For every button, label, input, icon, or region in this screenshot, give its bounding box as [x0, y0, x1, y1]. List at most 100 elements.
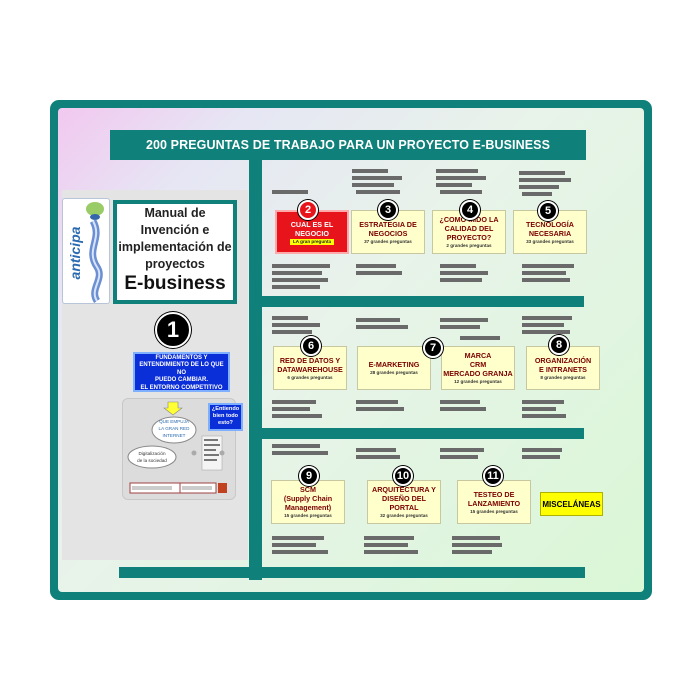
box-label-line: NEGOCIO	[295, 228, 329, 238]
box-label-line: Management)	[284, 503, 332, 512]
manual-line: Manual de	[144, 206, 206, 220]
box-question-count: 15 grandes preguntas	[284, 513, 332, 518]
blurred-text-line	[356, 448, 396, 452]
box-question-count: 32 grandes preguntas	[380, 513, 428, 518]
vertical-divider	[249, 160, 262, 580]
box-label-line: CUAL ES EL	[290, 219, 334, 229]
blurred-text-line	[440, 325, 480, 329]
box-label-line: ESTRATEGIA DE	[359, 219, 417, 229]
blurred-text-line	[522, 455, 560, 459]
blurred-text-line	[272, 444, 320, 448]
step-number-11[interactable]: 11	[483, 466, 503, 486]
entiendo-box[interactable]: ¿Entiendo bien todo esto?	[208, 403, 243, 431]
manual-line: proyectos	[145, 257, 205, 271]
box-label-line: ORGANIZACIÓN	[534, 355, 592, 365]
blurred-text-line	[356, 325, 408, 329]
row-divider-1	[262, 296, 584, 307]
step-number-2[interactable]: 2	[298, 200, 318, 220]
blurred-text-line	[440, 271, 488, 275]
blurred-text-line	[440, 264, 476, 268]
row-divider-2	[262, 428, 584, 439]
blurred-text-line	[356, 190, 400, 194]
blurred-text-line	[522, 448, 562, 452]
bubble-text: QUE EMPUJA	[159, 419, 190, 424]
blurred-text-line	[272, 271, 322, 275]
blurred-text-line	[352, 183, 394, 187]
blurred-text-line	[522, 278, 570, 282]
blurred-text-line	[440, 407, 486, 411]
box-label-line: CRM	[469, 360, 487, 369]
blurred-text-line	[452, 536, 500, 540]
box-label-line: DATAWAREHOUSE	[277, 364, 343, 374]
blurred-text-line	[356, 400, 398, 404]
blurred-text-line	[440, 448, 484, 452]
blurred-text-line	[272, 285, 320, 289]
step-number-3[interactable]: 3	[378, 200, 398, 220]
diagram-title: 200 PREGUNTAS DE TRABAJO PARA UN PROYECT…	[110, 130, 586, 160]
blurred-text-line	[356, 407, 404, 411]
blurred-text-line	[522, 316, 572, 320]
ask-line: esto?	[218, 420, 233, 426]
box-question-count: 28 grandes preguntas	[370, 370, 418, 375]
ask-line: ¿Entiendo	[211, 406, 240, 412]
fund-line: EL ENTORNO COMPETITIVO	[140, 384, 223, 391]
box-label-line: PORTAL	[389, 503, 419, 512]
box-label-line: (Supply Chain	[283, 494, 333, 503]
blurred-text-line	[352, 176, 402, 180]
bubble-text: de la sociedad	[137, 458, 167, 463]
bubble-digitalizacion	[127, 445, 177, 469]
step-number-8[interactable]: 8	[549, 335, 569, 355]
manual-line: implementación de	[118, 240, 232, 254]
blurred-text-line	[522, 271, 566, 275]
box-question-count: 33 grandes preguntas	[526, 238, 574, 244]
box-label-line: NECESARIA	[528, 228, 572, 238]
miscelaneas-box[interactable]: MISCELÁNEAS	[540, 492, 603, 516]
section-1-number[interactable]: 1	[155, 312, 191, 348]
blurred-text-line	[440, 278, 482, 282]
blurred-text-line	[440, 455, 478, 459]
ask-line: bien todo	[212, 413, 239, 419]
box-label-line: CALIDAD DEL	[444, 224, 494, 233]
fund-line: PUEDO CAMBIAR.	[154, 377, 208, 384]
blurred-text-line	[356, 264, 396, 268]
blurred-text-line	[272, 190, 308, 194]
box-question-count: 12 grandes preguntas	[454, 379, 502, 384]
blurred-text-line	[522, 330, 570, 334]
blurred-text-line	[272, 400, 316, 404]
blurred-text-line	[522, 400, 564, 404]
sketch-drawing: QUE EMPUJA LA GRAN RED INTERNET Digitali…	[127, 401, 227, 494]
blurred-text-line	[272, 323, 320, 327]
blurred-text-line	[272, 278, 328, 282]
blurred-text-line	[272, 264, 330, 268]
box-label-line: E INTRANETS	[539, 364, 587, 374]
blurred-text-line	[272, 550, 328, 554]
step-number-6[interactable]: 6	[301, 336, 321, 356]
box-label-line: PROYECTO?	[446, 233, 492, 242]
blurred-text-line	[522, 407, 556, 411]
step-number-4[interactable]: 4	[460, 200, 480, 220]
blurred-text-line	[436, 183, 472, 187]
step-number-10[interactable]: 10	[393, 466, 413, 486]
step-number-7[interactable]: 7	[423, 338, 443, 358]
blurred-text-line	[440, 190, 482, 194]
step-number-5[interactable]: 5	[538, 201, 558, 221]
blurred-text-line	[452, 550, 492, 554]
step-number-9[interactable]: 9	[299, 466, 319, 486]
manual-ebusiness: E-business	[124, 273, 226, 294]
blurred-text-line	[519, 185, 559, 189]
box-label-line: TECNOLOGÍA	[526, 219, 574, 229]
box-label-line: MARCA	[464, 351, 492, 360]
fundamentos-box[interactable]: FUNDAMENTOS Y ENTENDIMIENTO DE LO QUE NO…	[133, 352, 230, 392]
arrow-down-icon	[163, 401, 183, 416]
blurred-text-line	[440, 318, 488, 322]
blurred-text-line	[522, 414, 566, 418]
blurred-text-line	[364, 550, 418, 554]
box-question-count: 15 grandes preguntas	[470, 508, 518, 514]
